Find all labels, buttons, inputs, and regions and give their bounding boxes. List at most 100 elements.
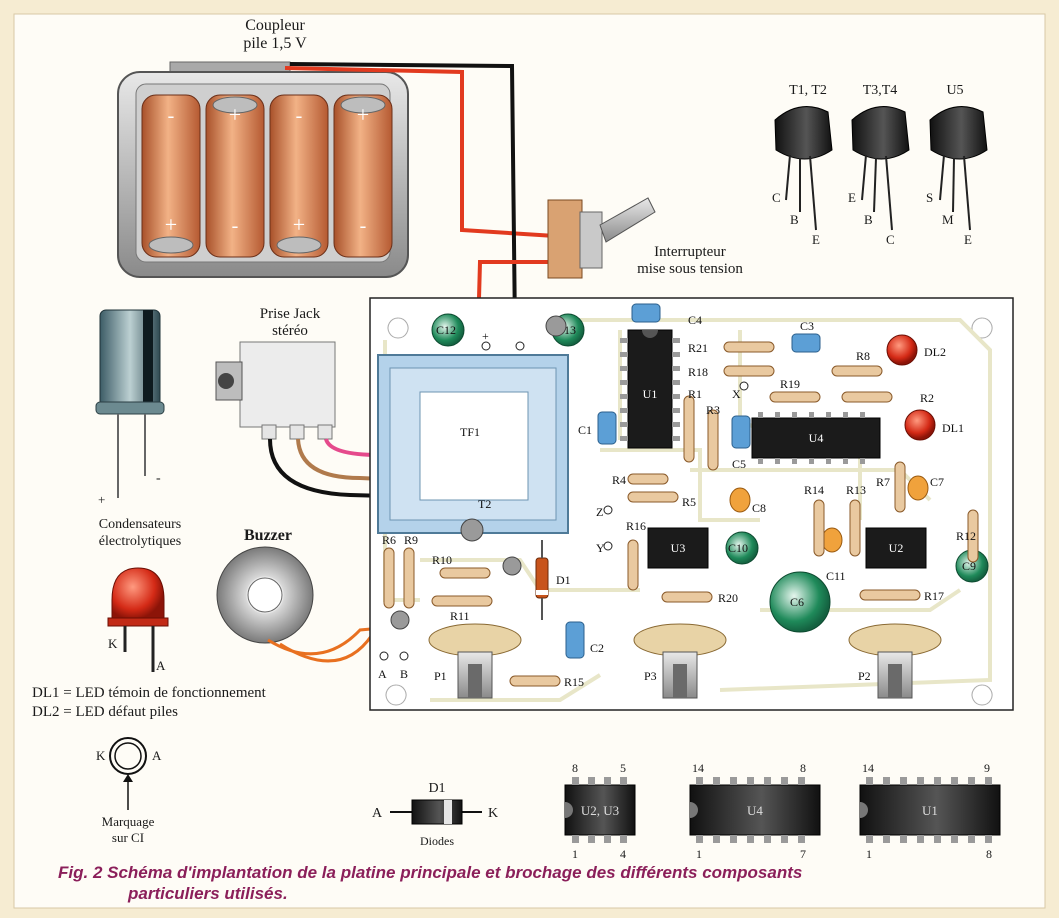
pcb-label-c9: C9 [962,559,976,573]
pcb-label-c8: C8 [752,501,766,515]
diode-k: K [488,806,498,821]
legend-dl1: DL1 = LED témoin de fonctionnement [32,685,267,701]
pcb-label-r16: R16 [626,519,646,533]
led-pin-a: A [156,658,166,673]
capacitor-plus: + [98,492,105,507]
ic-pinout-u2-u3: U2, U3 8 5 1 4 [564,761,636,861]
ic-u3: U3 [647,527,709,569]
tantalum-caps [729,475,929,553]
pcb-label-c11: C11 [826,569,846,583]
jack-label-1: Prise Jack [260,306,321,322]
marking-label-1: Marquage [102,814,155,829]
ic-pin-br: 4 [620,847,626,861]
pcb-label-p1: P1 [434,669,447,683]
buzzer: Buzzer [216,527,314,644]
pcb-label-r10: R10 [432,553,452,567]
transistor-t1-t2: T1, T2 C B E [772,83,833,247]
ic-pin-tr: 8 [800,761,806,775]
pcb-label-r4: R4 [612,473,626,487]
ic-pin-bl: 1 [572,847,578,861]
pcb-label-u3: U3 [671,541,686,555]
pcb-label-r9: R9 [404,533,418,547]
cell-mark: - [296,105,303,127]
ic-name: U2, U3 [581,803,619,818]
pin-label: E [964,232,972,247]
pcb-label-r1: R1 [688,387,702,401]
pcb-label-r21: R21 [688,341,708,355]
pcb-label-a: A [378,667,387,681]
capacitor-minus: - [156,471,161,486]
ic-pinout-u4: U4 14 8 1 7 [689,761,821,861]
switch-label-2: mise sous tension [637,261,743,277]
pcb-label-d1: D1 [556,573,571,587]
pcb-label-r18: R18 [688,365,708,379]
ic-pin-tr: 9 [984,761,990,775]
battery-title-2: pile 1,5 V [243,35,307,52]
pcb-label-r11: R11 [450,609,470,623]
pcb-label-c1: C1 [578,423,592,437]
pcb-label-x: X [732,387,741,401]
transistor-t3-t4: T3,T4 E B C [848,83,910,247]
pin-label: C [886,232,895,247]
pcb-label-u2: U2 [889,541,904,555]
capacitor-label-1: Condensateurs [99,517,181,532]
pcb-label-r6: R6 [382,533,396,547]
ic-pin-tr: 5 [620,761,626,775]
pcb-label-r7: R7 [876,475,890,489]
cell-mark: - [232,215,239,237]
jack-brown-wire [296,438,622,512]
transformer-tf1: TF1 [377,354,569,534]
buzzer-wire-a [267,626,386,657]
pcb-label-r8: R8 [856,349,870,363]
pcb-label-r15: R15 [564,675,584,689]
pin-label: E [812,232,820,247]
capacitor-label-2: électrolytiques [99,534,181,549]
pcb-label-c5: C5 [732,457,746,471]
ic-pin-tl: 14 [692,761,704,775]
pin-label: B [864,212,873,227]
figure-caption: Fig. 2 Schéma d'implantation de la plati… [58,862,1018,904]
pcb-label-u1: U1 [643,387,658,401]
pcb-label-r20: R20 [718,591,738,605]
pcb-board: TF1 U1 U4 U3 U [369,297,1014,711]
pin-label: S [926,190,933,205]
pcb-leds [886,334,936,441]
legend-dl2: DL2 = LED défaut piles [32,704,178,720]
led-pin-k: K [108,636,118,651]
ic-pin-bl: 1 [696,847,702,861]
pin-label: E [848,190,856,205]
diode-name: D1 [428,781,445,796]
marking-k: K [96,748,106,763]
battery-cells: - + - + + - + - [141,94,393,258]
pcb-label-c12: C12 [436,323,456,337]
pcb-label-u4: U4 [809,431,824,445]
ic-pin-tl: 8 [572,761,578,775]
regulator-u5: U5 S M E [926,83,988,247]
pcb-pads [379,341,749,661]
switch-label-1: Interrupteur [654,244,726,260]
battery-red-wire [284,66,556,238]
led-marking: K A Marquage sur CI [96,737,162,845]
pcb-diode-d1 [535,540,549,620]
ic-name: U1 [922,803,938,818]
pcb-label-r5: R5 [682,495,696,509]
cell-mark: - [168,105,175,127]
cell-mark: + [357,102,369,127]
pcb-label-p3: P3 [644,669,657,683]
battery-title-1: Coupleur [245,17,305,34]
electrolytic-caps-pcb [431,313,989,633]
pcb-label-plus: + [482,329,489,343]
transistor-pinouts: T1, T2 C B E T3,T4 E B C U5 S M [772,83,988,247]
pcb-label-r14: R14 [804,483,824,497]
pcb-label-r3: R3 [706,403,720,417]
electrolytic-capacitor: + - Condensateurs électrolytiques [95,309,181,549]
pcb-label-z: Z [596,505,603,519]
pcb-label-r17: R17 [924,589,944,603]
pcb-label-c7: C7 [930,475,944,489]
ic-pin-br: 8 [986,847,992,861]
pcb-label-dl2: DL2 [924,345,946,359]
pcb-label-tf1: TF1 [460,425,480,439]
diode-a: A [372,806,383,821]
pcb-label-c10: C10 [728,541,748,555]
